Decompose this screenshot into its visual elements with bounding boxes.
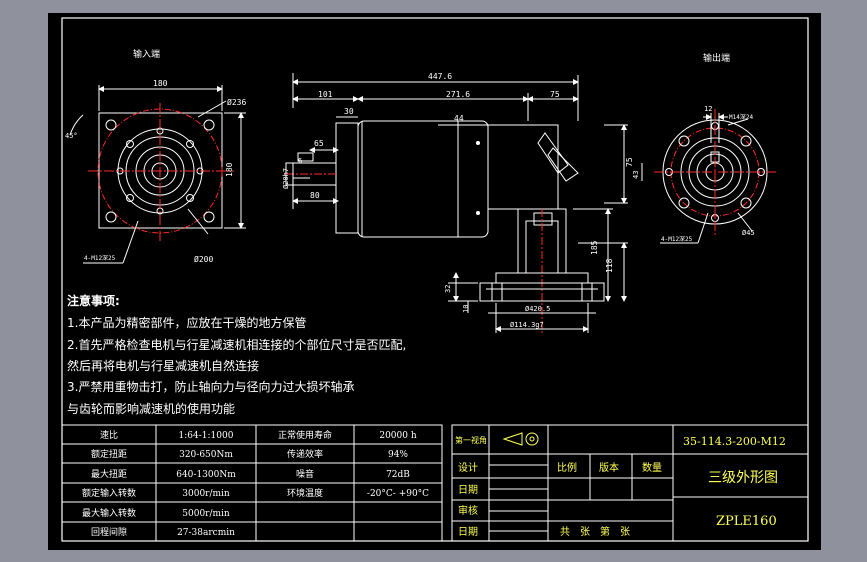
bolt-note-right: 4-M12深25 (661, 235, 693, 243)
dim-6: 6 (298, 157, 302, 165)
angled-cap (537, 132, 569, 174)
note-line-5: 与齿轮而影响减速机的使用功能 (67, 401, 235, 416)
dim-12: 12 (704, 105, 712, 113)
dim-200: Ø200 (194, 254, 213, 264)
spec-table (61, 424, 443, 542)
dim-45deg: 45° (65, 132, 78, 140)
spec-cell-k2: 噪音 (296, 468, 314, 480)
dim-43: 43 (632, 171, 640, 179)
dim-420-5: Ø420.5 (525, 305, 550, 313)
dim-45: Ø45 (742, 229, 755, 237)
note-line-3: 然后再将电机与行星减速机自然连接 (67, 358, 259, 373)
tb-date2: 日期 (458, 526, 478, 538)
dim-44: 44 (454, 114, 464, 123)
spec-cell-k2: 正常使用寿命 (278, 429, 332, 441)
dim-30: 30 (344, 107, 354, 116)
dim-75-side: 75 (625, 157, 634, 167)
first-angle-symbol-icon (502, 432, 539, 446)
tb-design: 设计 (458, 461, 478, 474)
input-end-view: 输入端 (69, 48, 246, 264)
spec-cell-v2: -20°C- +90°C (367, 489, 429, 499)
spec-cell-v2: 94% (388, 450, 408, 460)
spec-cell-k1: 额定输入转数 (82, 487, 136, 499)
spec-cell-k2: 环境温度 (287, 487, 323, 499)
dim-447-6: 447.6 (428, 72, 452, 81)
spec-cell-k2: 传递效率 (287, 448, 323, 460)
title-block (451, 424, 809, 542)
dim-180-top: 180 (153, 79, 168, 88)
dim-20h7: Ø20h7 (282, 168, 290, 189)
tb-first-angle: 第一视角 (455, 435, 487, 445)
dim-180-side: 180 (225, 162, 234, 177)
right-angle-housing (487, 124, 559, 210)
thread-note-m14: M14深24 (729, 113, 753, 121)
spec-cell-v1: 320-650Nm (179, 450, 233, 460)
output-end-view: 输出端 (641, 52, 776, 244)
gearbox-body (357, 120, 489, 238)
note-line-2: 2.首先严格检查电机与行星减速机相连接的个部位尺寸是否匹配, (67, 337, 406, 352)
spec-cell-k1: 速比 (100, 429, 118, 441)
dim-118: 118 (605, 258, 614, 273)
dim-236: Ø236 (227, 97, 246, 107)
spec-cell-v2: 72dB (386, 470, 410, 480)
spec-cell-v1: 640-1300Nm (176, 470, 236, 480)
dim-271-6: 271.6 (446, 90, 470, 99)
tb-model: ZPLE160 (716, 514, 777, 529)
spec-table-text: 速比 1:64-1:1000 正常使用寿命 20000 h 额定扭距 320-650Nm 传… (82, 429, 429, 538)
dim-32: 32 (444, 285, 452, 293)
tb-drawing-name: 三级外形图 (708, 470, 778, 486)
dim-65: 65 (314, 139, 324, 148)
notes-block: 注意事项: 1.本产品为精密部件，应放在干燥的地方保管 2.首先严格检查电机与行… (67, 293, 406, 416)
spec-cell-v2: 20000 h (379, 431, 416, 441)
tb-quantity: 数量 (642, 461, 662, 474)
spec-cell-k1: 最大扭距 (91, 468, 127, 480)
tb-date1: 日期 (458, 484, 478, 496)
dim-101: 101 (318, 90, 333, 99)
dim-75-top: 75 (550, 90, 560, 99)
spec-cell-k1: 额定扭距 (91, 448, 127, 460)
spec-cell-v1: 1:64-1:1000 (179, 431, 234, 441)
side-elevation (285, 73, 628, 333)
dim-80: 80 (310, 191, 320, 200)
tb-review: 审核 (458, 504, 478, 517)
dim-185: 185 (590, 240, 599, 255)
input-flange-side (335, 122, 359, 234)
dim-10: 10 (462, 305, 470, 313)
output-end-label: 输出端 (703, 52, 730, 64)
tb-version: 版本 (599, 461, 619, 474)
spec-cell-v1: 3000r/min (182, 489, 230, 499)
cad-drawing: 输入端 180 180 Ø236 45° Ø200 4-M1 (61, 17, 809, 542)
spec-cell-k1: 回程间隙 (91, 526, 127, 538)
notes-title: 注意事项: (67, 293, 120, 308)
dim-114-3g7: Ø114.3g7 (510, 321, 544, 329)
tb-sheets: 共 张 第 张 (560, 525, 630, 538)
drawing-sheet: 输入端 180 180 Ø236 45° Ø200 4-M1 (48, 13, 821, 550)
note-line-4: 3.严禁用重物击打，防止轴向力与径向力过大损坏轴承 (67, 379, 354, 394)
spec-cell-v1: 27-38arcmin (177, 528, 235, 538)
bolt-note-left: 4-M12深25 (84, 254, 116, 262)
note-line-1: 1.本产品为精密部件，应放在干燥的地方保管 (67, 315, 306, 330)
spec-cell-v1: 5000r/min (182, 509, 230, 519)
input-end-label: 输入端 (133, 48, 160, 60)
tb-drawing-code: 35-114.3-200-M12 (683, 435, 786, 448)
tb-scale: 比例 (557, 461, 577, 474)
spec-cell-k1: 最大输入转数 (82, 507, 136, 519)
